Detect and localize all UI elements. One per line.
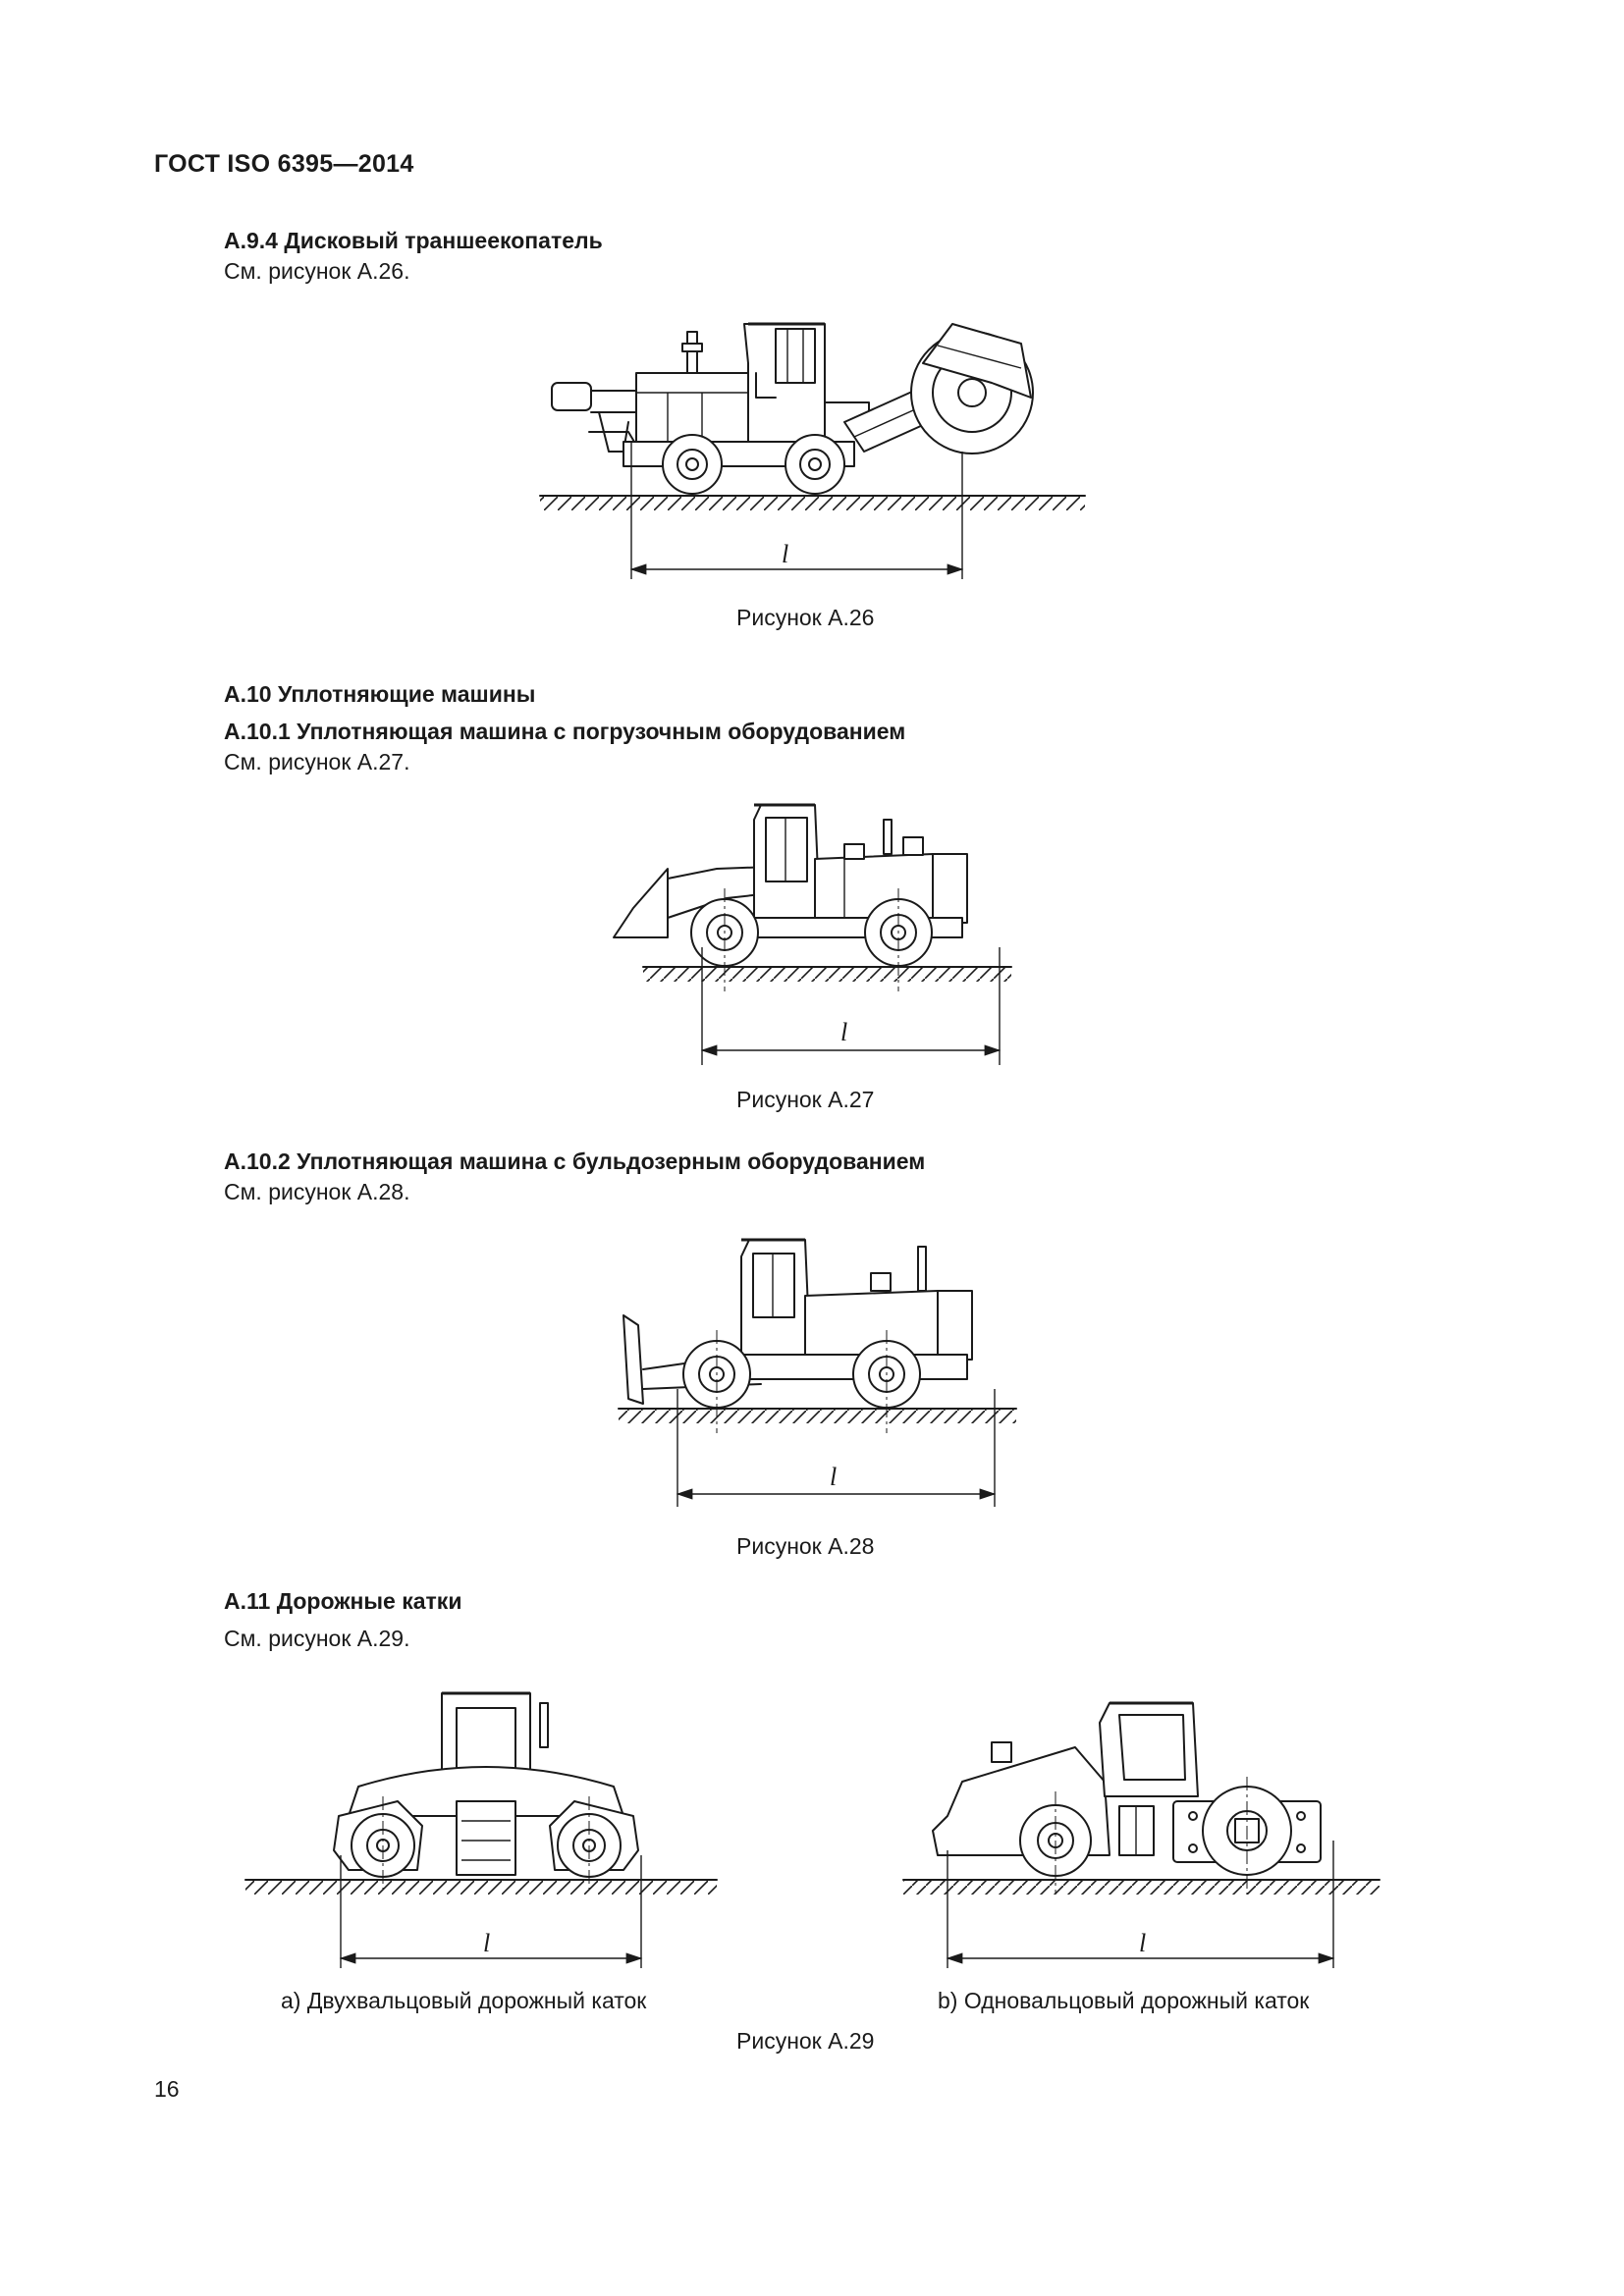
subfigure-caption-a29a: а) Двухвальцовый дорожный каток (281, 1988, 647, 2013)
figure-a29a-twin-drum-roller (241, 1688, 731, 1973)
dimension-label-a27: l (840, 1018, 848, 1046)
section-heading-a102: А.10.2 Уплотняющая машина с бульдозерным… (224, 1148, 926, 1174)
document-header: ГОСТ ISO 6395—2014 (154, 150, 414, 178)
dimension-label-a26: l (782, 540, 789, 568)
section-ref-a102: См. рисунок А.28. (224, 1179, 410, 1204)
page-number: 16 (154, 2076, 180, 2102)
figure-caption-a28: Рисунок А.28 (736, 1533, 875, 1559)
subfigure-caption-a29b: b) Одновальцовый дорожный каток (938, 1988, 1310, 2013)
section-ref-a101: См. рисунок А.27. (224, 749, 410, 774)
section-heading-a101: А.10.1 Уплотняющая машина с погрузочным … (224, 719, 906, 744)
figure-caption-a27: Рисунок А.27 (736, 1087, 875, 1112)
dimension-label-a29a: l (483, 1929, 491, 1957)
section-heading-a94: А.9.4 Дисковый траншеекопатель (224, 228, 603, 253)
figure-a27-compactor-loader (609, 800, 1021, 1075)
section-ref-a94: См. рисунок А.26. (224, 258, 410, 284)
figure-a29b-single-drum-roller (898, 1693, 1389, 1973)
figure-a28-compactor-dozer (614, 1232, 1026, 1517)
section-ref-a11: См. рисунок А.29. (224, 1626, 410, 1651)
dimension-label-a29b: l (1139, 1929, 1147, 1957)
section-heading-a11: А.11 Дорожные катки (224, 1588, 462, 1614)
figure-caption-a29: Рисунок А.29 (736, 2028, 875, 2054)
figure-a26-disc-trencher (530, 304, 1100, 589)
section-heading-a10: А.10 Уплотняющие машины (224, 681, 536, 707)
dimension-label-a28: l (830, 1463, 838, 1491)
figure-caption-a26: Рисунок А.26 (736, 605, 875, 630)
